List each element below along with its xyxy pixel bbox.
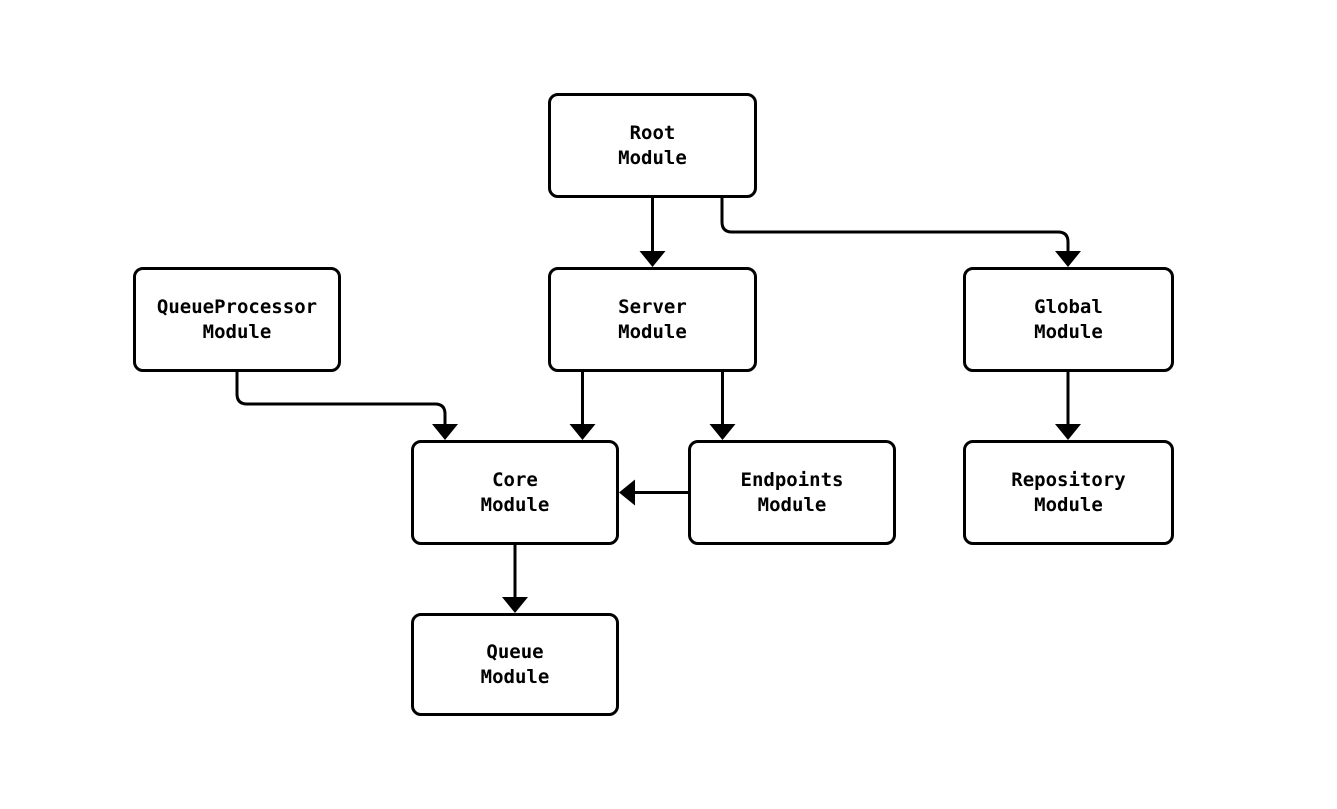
node-endpoints-module: Endpoints Module bbox=[688, 440, 896, 545]
edge-queueprocessor-to-core bbox=[235, 372, 458, 440]
node-root-module: Root Module bbox=[548, 93, 757, 198]
node-server-module: Server Module bbox=[548, 267, 757, 372]
node-queue-module: Queue Module bbox=[411, 613, 619, 716]
node-queueprocessor-module: QueueProcessor Module bbox=[133, 267, 341, 372]
edge-root-to-global bbox=[720, 198, 1081, 267]
node-global-module: Global Module bbox=[963, 267, 1174, 372]
node-core-module: Core Module bbox=[411, 440, 619, 545]
node-repository-module: Repository Module bbox=[963, 440, 1174, 545]
